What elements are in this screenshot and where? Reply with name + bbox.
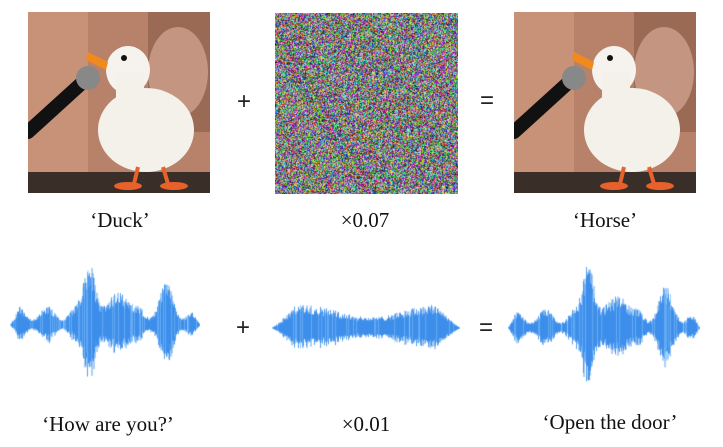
waveform-original bbox=[10, 255, 200, 395]
waveform-noise bbox=[272, 295, 460, 361]
caption-noise-audio: ×0.01 bbox=[341, 412, 391, 436]
caption-open-the-door: ‘Open the door’ bbox=[542, 410, 678, 434]
equals-sign-audio: = bbox=[479, 314, 494, 341]
caption-duck: ‘Duck’ bbox=[90, 208, 150, 232]
caption-how-are-you: ‘How are you?’ bbox=[42, 412, 174, 436]
duck-image-original bbox=[28, 12, 210, 193]
plus-sign-image: + bbox=[237, 88, 252, 115]
plus-sign-audio: + bbox=[236, 314, 251, 341]
caption-horse: ‘Horse’ bbox=[572, 208, 638, 232]
noise-image bbox=[275, 13, 458, 194]
duck-image-adversarial bbox=[514, 12, 696, 193]
equals-sign-image: = bbox=[480, 87, 495, 114]
caption-noise-image: ×0.07 bbox=[340, 208, 390, 232]
waveform-adversarial bbox=[508, 258, 700, 398]
